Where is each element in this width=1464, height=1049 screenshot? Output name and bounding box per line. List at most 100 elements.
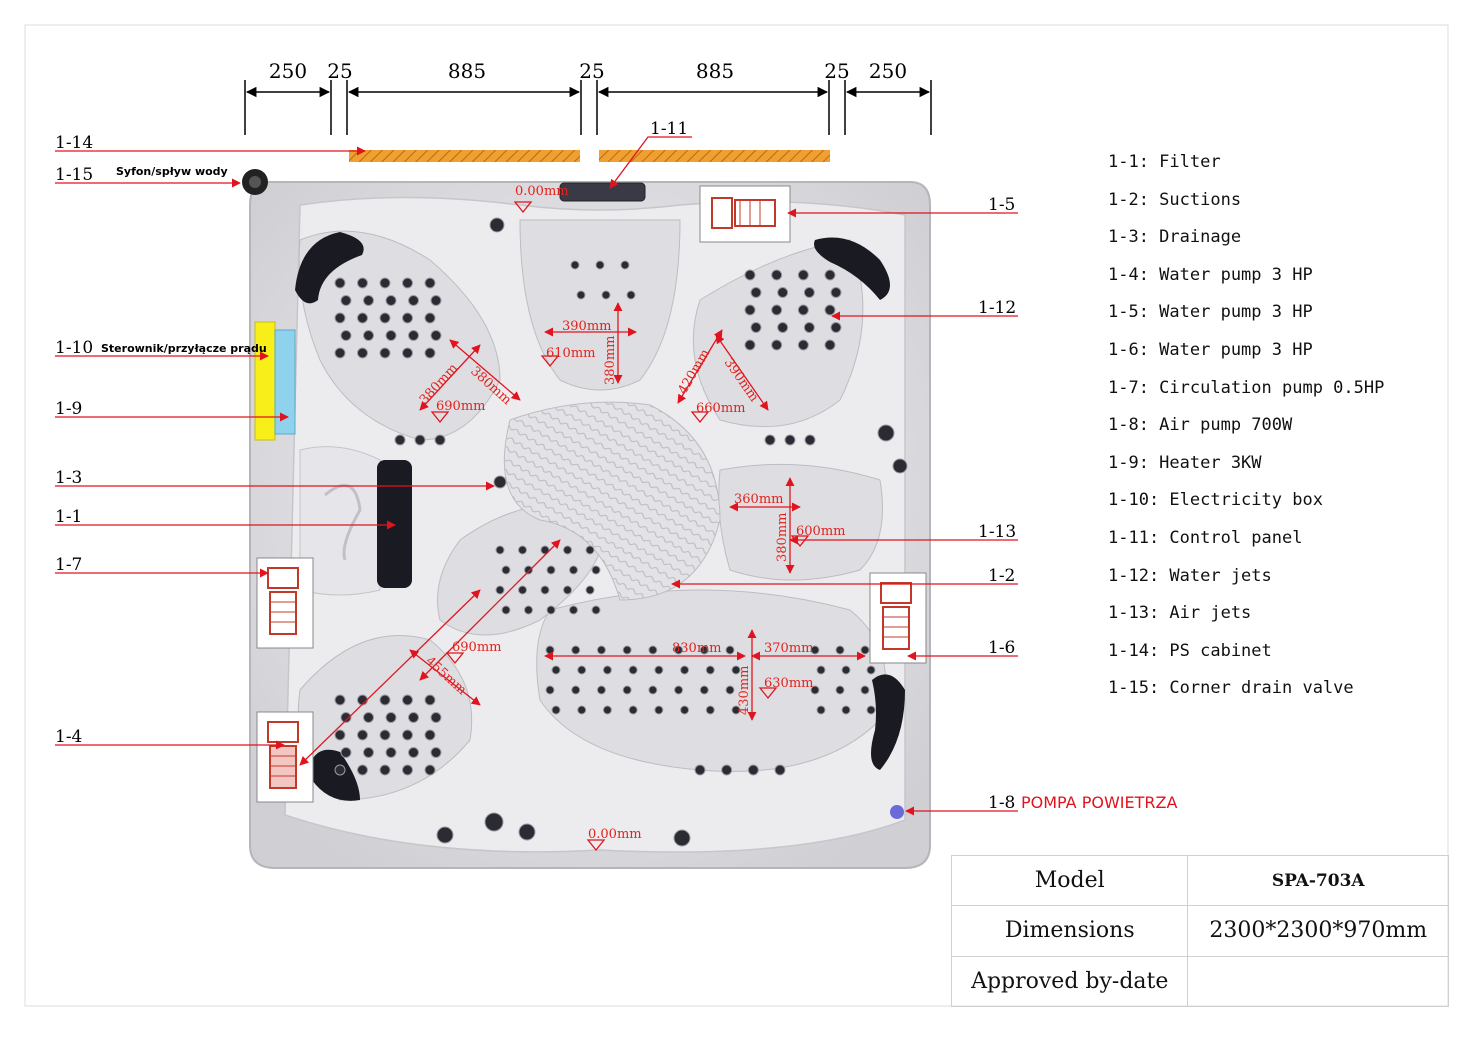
jet bbox=[357, 312, 368, 324]
jet bbox=[841, 665, 851, 675]
legend-item-1-11: 1-11: Control panel bbox=[1108, 527, 1303, 548]
jet bbox=[892, 458, 908, 474]
jet bbox=[524, 605, 533, 615]
jet bbox=[571, 645, 581, 655]
dimension-lines bbox=[244, 80, 932, 135]
syfon-annotation: Syfon/spływ wody bbox=[116, 165, 228, 178]
jet bbox=[385, 330, 397, 341]
jet bbox=[563, 545, 572, 555]
legend-item-1-2: 1-2: Suctions bbox=[1108, 189, 1242, 210]
dim-25-a: 25 bbox=[327, 59, 352, 83]
meas-660: 660mm bbox=[696, 401, 745, 416]
callout-1-14: 1-14 bbox=[55, 133, 93, 153]
jet bbox=[363, 330, 374, 341]
air-pump-marker bbox=[890, 805, 904, 819]
callout-1-8: 1-8 bbox=[988, 793, 1015, 813]
jet bbox=[402, 277, 413, 289]
jet bbox=[385, 747, 397, 758]
control-panel bbox=[559, 182, 646, 202]
jet bbox=[721, 764, 733, 776]
pump-1-6 bbox=[869, 572, 927, 664]
legend-item-1-1: 1-1: Filter bbox=[1108, 152, 1221, 172]
spec-row-model: Model SPA-703A bbox=[950, 854, 1449, 907]
jet bbox=[402, 694, 413, 706]
jet bbox=[570, 260, 580, 270]
jet bbox=[771, 339, 783, 351]
jet bbox=[673, 829, 691, 847]
callout-1-3: 1-3 bbox=[55, 468, 82, 488]
jet bbox=[436, 826, 454, 844]
jet bbox=[725, 645, 735, 655]
jet bbox=[424, 694, 436, 706]
heater bbox=[274, 329, 296, 435]
jet bbox=[495, 585, 505, 595]
measurement-arrows bbox=[299, 201, 866, 852]
jet bbox=[408, 747, 419, 758]
jet bbox=[585, 545, 595, 555]
jet bbox=[648, 685, 658, 695]
callout-1-9: 1-9 bbox=[55, 399, 82, 419]
jet bbox=[340, 330, 352, 341]
approved-value bbox=[1187, 955, 1449, 1008]
meas-380a: 380mm bbox=[603, 336, 618, 385]
jet bbox=[774, 764, 786, 776]
jet bbox=[402, 729, 413, 741]
meas-830: 830mm bbox=[672, 641, 721, 656]
dim-885-right: 885 bbox=[696, 59, 734, 83]
jet bbox=[591, 605, 601, 615]
jet bbox=[731, 705, 741, 715]
jet bbox=[501, 605, 511, 615]
jet bbox=[563, 585, 572, 595]
jet bbox=[334, 312, 346, 324]
jet bbox=[430, 330, 442, 341]
jet bbox=[434, 434, 446, 446]
jet bbox=[797, 304, 809, 316]
jet bbox=[841, 705, 851, 715]
legend-item-1-12: 1-12: Water jets bbox=[1108, 565, 1272, 586]
jet bbox=[622, 685, 632, 695]
jet bbox=[777, 287, 789, 298]
pump-1-5 bbox=[699, 185, 791, 243]
dimension-labels: 250 25 885 25 885 25 250 bbox=[269, 59, 907, 83]
jet bbox=[484, 812, 504, 832]
jet bbox=[680, 705, 690, 715]
jet bbox=[402, 764, 413, 776]
jet bbox=[803, 322, 815, 333]
jet bbox=[628, 665, 638, 675]
meas-370: 370mm bbox=[764, 641, 813, 656]
legend-item-1-5: 1-5: Water pump 3 HP bbox=[1108, 302, 1313, 323]
dimensions-label: Dimensions bbox=[950, 905, 1189, 957]
jet bbox=[824, 339, 836, 351]
jet bbox=[394, 434, 406, 446]
pump-1-7 bbox=[256, 557, 314, 649]
dim-885-left: 885 bbox=[448, 59, 486, 83]
callout-1-10: 1-10 bbox=[55, 338, 93, 358]
jet bbox=[408, 712, 419, 723]
spec-row-approved: Approved by-date bbox=[950, 955, 1449, 1008]
sterownik-annotation: Sterownik/przyłącze prądu bbox=[101, 342, 267, 355]
meas-360: 360mm bbox=[734, 492, 783, 507]
jet bbox=[674, 685, 684, 695]
jet bbox=[489, 217, 505, 233]
jet bbox=[601, 290, 611, 300]
dim-25-c: 25 bbox=[824, 59, 849, 83]
jet bbox=[424, 312, 436, 324]
jet bbox=[622, 645, 632, 655]
jet bbox=[424, 764, 436, 776]
dim-250-right: 250 bbox=[869, 59, 907, 83]
jet bbox=[379, 277, 391, 289]
jet bbox=[576, 290, 586, 300]
jet bbox=[546, 605, 556, 615]
dimensions-value: 2300*2300*970mm bbox=[1187, 905, 1449, 957]
jet bbox=[803, 287, 815, 298]
jet bbox=[357, 729, 368, 741]
jet bbox=[408, 330, 419, 341]
jet bbox=[830, 287, 842, 298]
jet bbox=[750, 322, 762, 333]
jet bbox=[648, 645, 658, 655]
jet bbox=[596, 685, 606, 695]
jet bbox=[602, 665, 612, 675]
jet bbox=[784, 434, 796, 446]
